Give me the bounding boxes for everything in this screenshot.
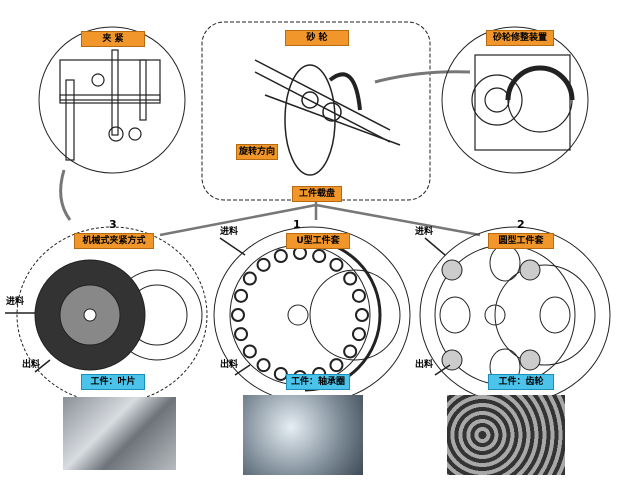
dresser-mechanism: [471, 54, 575, 151]
method-2-workpiece: 工件：齿轮: [488, 374, 554, 390]
gear-photo: [447, 395, 565, 475]
clamp-detail-circle: [38, 26, 186, 174]
workpiece-pocket: [343, 344, 358, 359]
dresser-arrow: [374, 70, 471, 84]
branch-arrows: [159, 200, 481, 237]
method-2-drawing: [419, 226, 611, 404]
method-3-title: 机械式夹紧方式: [74, 233, 154, 249]
clamp-label: 夹 紧: [81, 31, 145, 47]
method-1-in: 进料: [220, 227, 239, 237]
workpiece-pocket: [351, 288, 366, 303]
method-2-in: 进料: [415, 227, 434, 237]
method-3-number: 3: [109, 218, 117, 231]
method-2-number: 2: [517, 218, 525, 231]
method-3-workpiece: 工件：叶片: [81, 374, 145, 390]
workpiece-pocket: [343, 271, 358, 286]
dresser-detail-circle: [441, 26, 589, 174]
bearing-ring-photo: [243, 395, 363, 475]
method-3-in: 进料: [6, 297, 25, 307]
workpiece-pocket: [351, 327, 366, 342]
rotation-label: 旋转方向: [236, 144, 278, 160]
grinding-wheel-box: [201, 21, 431, 201]
workpiece-pocket: [242, 344, 257, 359]
blade-photo: [63, 397, 176, 470]
grinding-wheel-label: 砂 轮: [285, 30, 349, 46]
method-3-drawing: [5, 226, 208, 404]
method-2-out: 出料: [415, 360, 434, 370]
method-1-workpiece: 工件：轴承圈: [286, 374, 350, 390]
clamp-mechanism: [59, 49, 161, 161]
method-1-out: 出料: [220, 360, 239, 370]
workpiece-pocket: [329, 257, 344, 272]
method-2-title: 圆型工件套: [488, 233, 554, 249]
workpiece-pocket: [242, 271, 257, 286]
workpiece-pocket: [273, 249, 288, 264]
carrier-label: 工件载盘: [292, 186, 342, 202]
workpiece-pocket: [312, 249, 327, 264]
workpiece-pocket: [231, 308, 245, 322]
method-1-number: 1: [293, 218, 301, 231]
method-1-title: U型工件套: [286, 233, 350, 249]
grinding-wheel-mechanism: [254, 59, 401, 176]
workpiece-pocket: [256, 358, 271, 373]
workpiece-pocket: [234, 288, 249, 303]
workpiece-pocket: [256, 257, 271, 272]
workpiece-pocket: [329, 358, 344, 373]
workpiece-pocket: [273, 366, 288, 381]
workpiece-pocket: [355, 308, 369, 322]
dresser-label: 砂轮修整装置: [486, 30, 554, 46]
clamp-arrow: [59, 169, 72, 221]
workpiece-pocket: [234, 327, 249, 342]
method-3-out: 出料: [22, 360, 41, 370]
